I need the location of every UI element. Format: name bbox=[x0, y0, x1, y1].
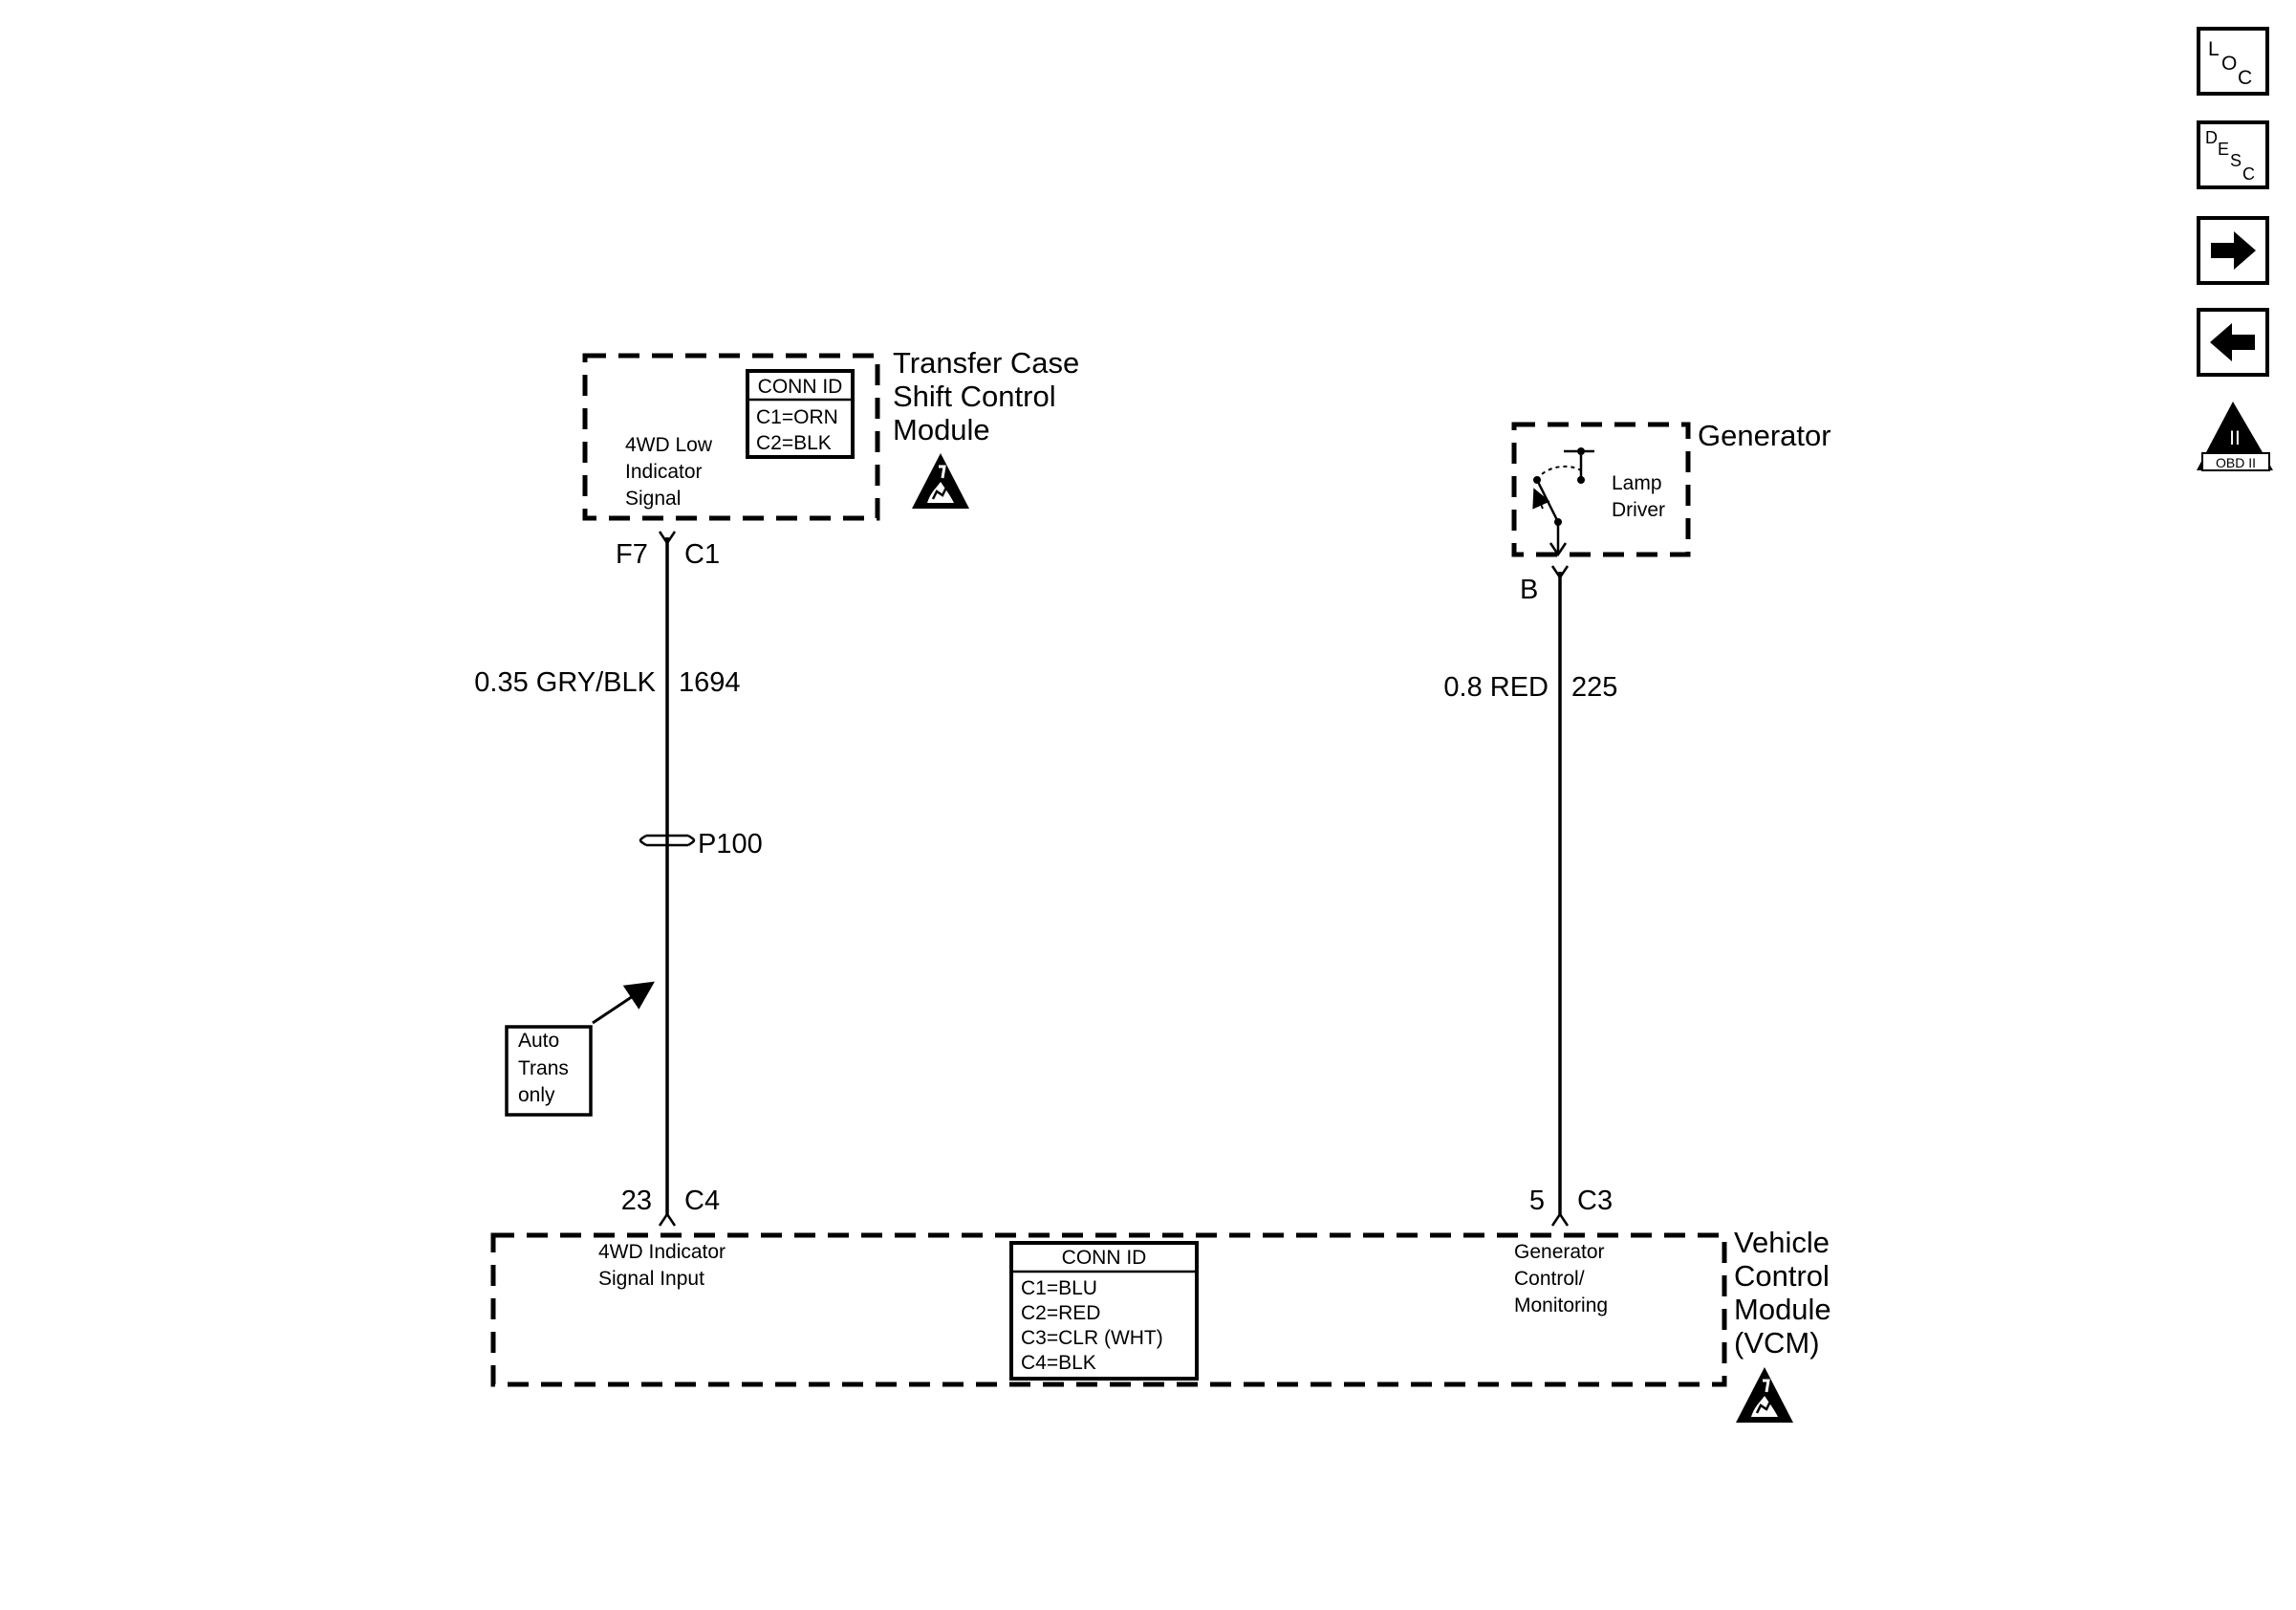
vcm-right-connector-id: C3 bbox=[1577, 1186, 1613, 1216]
tccm-connector: F7 C1 bbox=[616, 531, 720, 570]
svg-text:C1=BLU: C1=BLU bbox=[1021, 1277, 1097, 1299]
generator-pin: B bbox=[1520, 575, 1538, 605]
svg-text:C: C bbox=[2238, 67, 2252, 89]
vcm-title-line2: Control bbox=[1734, 1259, 1830, 1293]
svg-text:C2=RED: C2=RED bbox=[1021, 1302, 1100, 1324]
obd-ii-button[interactable]: II OBD II bbox=[2197, 402, 2273, 471]
svg-text:CONN ID: CONN ID bbox=[1062, 1247, 1147, 1269]
svg-text:C: C bbox=[2242, 164, 2255, 184]
svg-text:Trans: Trans bbox=[518, 1057, 569, 1079]
auto-trans-note: Auto Trans only bbox=[505, 981, 655, 1117]
svg-text:C1=ORN: C1=ORN bbox=[756, 406, 838, 428]
generator-module: Generator Lamp Driver bbox=[1511, 419, 1831, 557]
lamp-driver-line2: Driver bbox=[1612, 499, 1665, 521]
tccm-signal-line1: 4WD Low bbox=[625, 434, 713, 456]
tccm-title-line2: Shift Control bbox=[893, 380, 1056, 413]
wire-left-circuit: 1694 bbox=[679, 667, 741, 698]
vcm-left-pin: 23 bbox=[621, 1186, 652, 1216]
desc-button[interactable]: D E S C bbox=[2197, 120, 2269, 189]
previous-page-button[interactable] bbox=[2197, 308, 2269, 377]
loc-button[interactable]: L O C bbox=[2197, 27, 2269, 96]
wire-1694: 0.35 GRY/BLK 1694 bbox=[474, 537, 741, 1216]
svg-text:only: only bbox=[518, 1084, 555, 1106]
vcm-left-signal-line1: 4WD Indicator bbox=[598, 1241, 726, 1263]
lamp-driver-line1: Lamp bbox=[1612, 472, 1662, 494]
tccm-title-line1: Transfer Case bbox=[893, 346, 1079, 380]
vcm-title-line3: Module bbox=[1734, 1293, 1831, 1326]
vcm-left-connector-id: C4 bbox=[684, 1186, 720, 1216]
tccm-signal-line3: Signal bbox=[625, 488, 681, 510]
vcm-conn-id-table: CONN ID C1=BLU C2=RED C3=CLR (WHT) C4=BL… bbox=[1009, 1241, 1199, 1381]
next-page-button[interactable] bbox=[2197, 216, 2269, 285]
tccm-connector-id: C1 bbox=[684, 539, 720, 570]
svg-text:O: O bbox=[2221, 53, 2237, 75]
vcm-title-line1: Vehicle bbox=[1734, 1226, 1830, 1259]
wire-225: 0.8 RED 225 bbox=[1443, 572, 1617, 1216]
vcm-left-signal-line2: Signal Input bbox=[598, 1268, 704, 1290]
vcm-right-signal-line2: Control/ bbox=[1514, 1268, 1585, 1290]
vcm-right-signal-line1: Generator bbox=[1514, 1241, 1605, 1263]
wire-right-circuit: 225 bbox=[1571, 672, 1617, 703]
tccm-title-line3: Module bbox=[893, 413, 990, 446]
vcm-connector-c3: 5 C3 bbox=[1529, 1186, 1613, 1227]
vcm-right-pin: 5 bbox=[1529, 1186, 1545, 1216]
svg-text:L: L bbox=[2208, 38, 2220, 60]
svg-text:OBD II: OBD II bbox=[2216, 455, 2256, 470]
esd-warning-icon bbox=[910, 451, 971, 511]
esd-warning-icon bbox=[1734, 1365, 1795, 1425]
svg-text:D: D bbox=[2205, 128, 2218, 147]
wire-right-gauge-color: 0.8 RED bbox=[1443, 672, 1549, 703]
svg-text:S: S bbox=[2230, 151, 2242, 170]
generator-title: Generator bbox=[1698, 419, 1831, 452]
tccm-pin: F7 bbox=[616, 539, 648, 570]
svg-text:C4=BLK: C4=BLK bbox=[1021, 1352, 1096, 1374]
svg-text:CONN ID: CONN ID bbox=[758, 376, 843, 398]
splice-p100: P100 bbox=[639, 828, 763, 860]
arrow-right-icon bbox=[2211, 231, 2256, 270]
svg-text:Auto: Auto bbox=[518, 1030, 559, 1052]
vcm-connector-c4: 23 C4 bbox=[621, 1186, 720, 1227]
wire-left-gauge-color: 0.35 GRY/BLK bbox=[474, 667, 656, 698]
vcm-right-signal-line3: Monitoring bbox=[1514, 1295, 1608, 1316]
lamp-driver-switch-icon bbox=[1532, 447, 1594, 557]
svg-text:C2=BLK: C2=BLK bbox=[756, 432, 832, 454]
obd-ii-icon bbox=[2197, 402, 2273, 471]
vcm-title-line4: (VCM) bbox=[1734, 1326, 1820, 1360]
svg-text:E: E bbox=[2218, 140, 2229, 159]
transfer-case-module: Transfer Case Shift Control Module CONN … bbox=[582, 346, 1079, 521]
vehicle-control-module: Vehicle Control Module (VCM) 4WD Indicat… bbox=[490, 1226, 1831, 1425]
svg-text:II: II bbox=[2229, 427, 2241, 449]
svg-text:C3=CLR (WHT): C3=CLR (WHT) bbox=[1021, 1327, 1163, 1349]
tccm-signal-line2: Indicator bbox=[625, 461, 703, 483]
arrow-left-icon bbox=[2210, 323, 2255, 361]
tccm-conn-id-table: CONN ID C1=ORN C2=BLK bbox=[746, 369, 855, 459]
splice-label: P100 bbox=[698, 829, 763, 859]
